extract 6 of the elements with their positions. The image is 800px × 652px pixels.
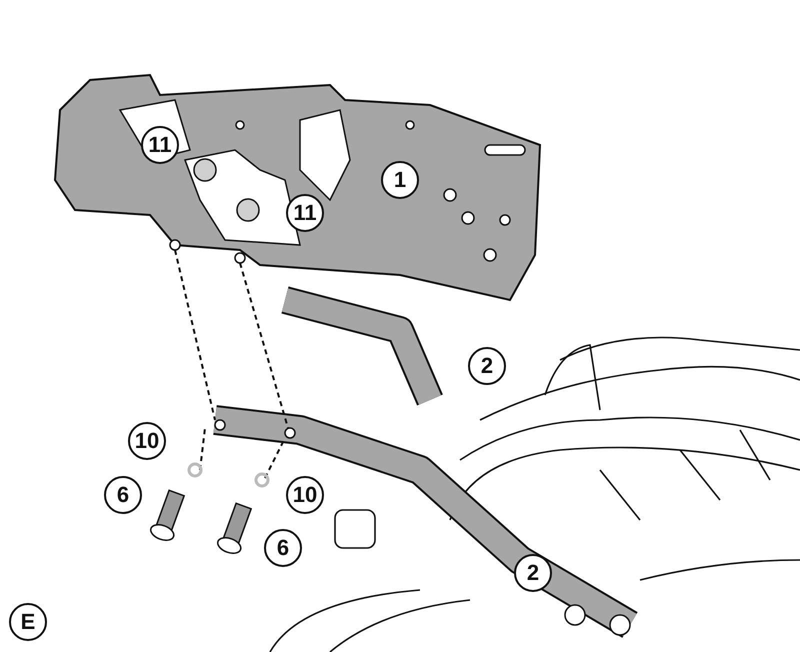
callout-number: 2	[468, 347, 506, 385]
callout-number: 6	[264, 529, 302, 567]
callout-number: 6	[104, 476, 142, 514]
callout-number: E	[9, 603, 47, 641]
callout-number: 10	[128, 422, 166, 460]
callout-number: 10	[286, 476, 324, 514]
